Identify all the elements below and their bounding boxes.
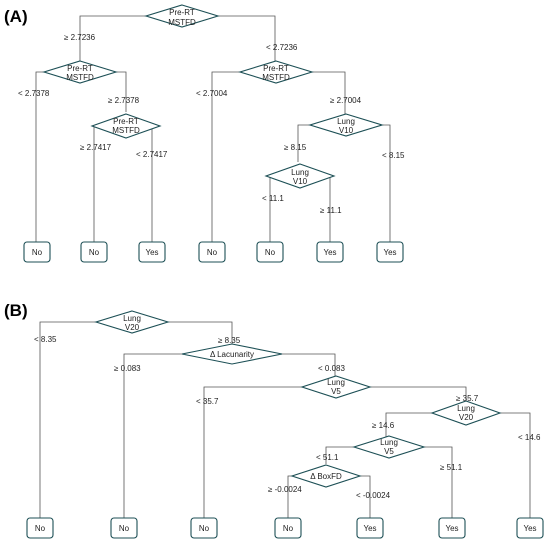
decision-node-lung-v20-root: Lung V20 bbox=[94, 310, 170, 334]
edge-label: ≥ -0.0024 bbox=[268, 485, 302, 494]
edge-label: < 2.7004 bbox=[196, 89, 228, 98]
svg-text:No: No bbox=[89, 248, 100, 257]
svg-text:No: No bbox=[32, 248, 43, 257]
svg-text:MSTFD: MSTFD bbox=[262, 73, 290, 82]
decision-node-lung-v5-upper: Lung V5 bbox=[300, 375, 372, 399]
edge-label: < 14.6 bbox=[518, 433, 541, 442]
panel-b-edge-labels: < 8.35 ≥ 8.35 ≥ 0.083 < 0.083 < 35.7 ≥ 3… bbox=[34, 335, 541, 500]
panel-a-leaves: No No Yes No No Yes Yes bbox=[23, 241, 404, 263]
svg-text:Yes: Yes bbox=[363, 524, 376, 533]
svg-text:MSTFD: MSTFD bbox=[112, 126, 140, 135]
edge-label: ≥ 2.7004 bbox=[330, 96, 362, 105]
svg-text:MSTFD: MSTFD bbox=[66, 73, 94, 82]
svg-text:Yes: Yes bbox=[523, 524, 536, 533]
svg-text:V20: V20 bbox=[125, 323, 140, 332]
edge-label: ≥ 11.1 bbox=[320, 206, 342, 215]
leaf-node: Yes bbox=[316, 241, 344, 263]
svg-text:Lung: Lung bbox=[380, 438, 398, 447]
svg-text:No: No bbox=[265, 248, 276, 257]
edge-label: < 2.7417 bbox=[136, 150, 168, 159]
edge-label: < -0.0024 bbox=[356, 491, 391, 500]
leaf-node: No bbox=[198, 241, 226, 263]
svg-text:No: No bbox=[199, 524, 210, 533]
svg-text:Lung: Lung bbox=[291, 168, 309, 177]
decision-node-lung-v5-lower: Lung V5 bbox=[352, 435, 426, 459]
panel-b-leaves: No No No No Yes Yes Yes bbox=[26, 517, 544, 539]
svg-text:Pre-RT: Pre-RT bbox=[263, 64, 289, 73]
decision-node-pre-rt-mstfd-root: Pre-RT MSTFD bbox=[144, 4, 220, 28]
svg-text:Yes: Yes bbox=[383, 248, 396, 257]
leaf-node: Yes bbox=[376, 241, 404, 263]
svg-text:Lung: Lung bbox=[123, 314, 141, 323]
leaf-node: No bbox=[190, 517, 218, 539]
svg-text:No: No bbox=[35, 524, 46, 533]
svg-text:No: No bbox=[207, 248, 218, 257]
leaf-node: Yes bbox=[516, 517, 544, 539]
decision-node-pre-rt-mstfd-right: Pre-RT MSTFD bbox=[238, 60, 314, 84]
panel-a-label: (A) bbox=[4, 7, 28, 26]
panel-a-edge-labels: ≥ 2.7236 < 2.7236 < 2.7378 ≥ 2.7378 ≥ 2.… bbox=[18, 33, 405, 215]
edge-label: ≥ 35.7 bbox=[456, 394, 479, 403]
edge-label: < 0.083 bbox=[318, 364, 345, 373]
leaf-node: Yes bbox=[438, 517, 466, 539]
decision-node-lung-v20-mid: Lung V20 bbox=[430, 400, 502, 426]
edge-label: ≥ 8.35 bbox=[218, 336, 241, 345]
svg-text:Yes: Yes bbox=[445, 524, 458, 533]
svg-text:Δ BoxFD: Δ BoxFD bbox=[310, 472, 342, 481]
svg-text:Yes: Yes bbox=[145, 248, 158, 257]
edge-label: ≥ 0.083 bbox=[114, 364, 141, 373]
edge-label: < 2.7378 bbox=[18, 89, 50, 98]
edge-label: ≥ 2.7236 bbox=[64, 33, 96, 42]
svg-text:V5: V5 bbox=[331, 387, 341, 396]
panel-b-label: (B) bbox=[4, 301, 28, 320]
svg-text:Pre-RT: Pre-RT bbox=[67, 64, 93, 73]
decision-node-delta-lacunarity: Δ Lacunarity bbox=[181, 343, 283, 365]
svg-text:V10: V10 bbox=[293, 177, 308, 186]
decision-node-lung-v10-upper: Lung V10 bbox=[308, 113, 384, 137]
svg-text:Lung: Lung bbox=[457, 404, 475, 413]
svg-text:Lung: Lung bbox=[327, 378, 345, 387]
svg-text:No: No bbox=[283, 524, 294, 533]
leaf-node: Yes bbox=[356, 517, 384, 539]
svg-text:V5: V5 bbox=[384, 447, 394, 456]
decision-node-lung-v10-lower: Lung V10 bbox=[264, 163, 336, 189]
edge-label: < 8.15 bbox=[382, 151, 405, 160]
edge-label: ≥ 2.7417 bbox=[80, 143, 112, 152]
edge-label: < 8.35 bbox=[34, 335, 57, 344]
svg-text:Pre-RT: Pre-RT bbox=[169, 8, 195, 17]
edge-label: < 51.1 bbox=[316, 453, 339, 462]
decision-node-pre-rt-mstfd-left: Pre-RT MSTFD bbox=[42, 60, 118, 84]
decision-node-delta-boxfd: Δ BoxFD bbox=[290, 464, 362, 488]
edge-label: < 35.7 bbox=[196, 397, 219, 406]
leaf-node: No bbox=[26, 517, 54, 539]
leaf-node: No bbox=[23, 241, 51, 263]
panel-b-edges bbox=[39, 321, 531, 518]
leaf-node: No bbox=[256, 241, 284, 263]
svg-text:No: No bbox=[119, 524, 130, 533]
svg-text:V20: V20 bbox=[459, 413, 474, 422]
edge-label: < 11.1 bbox=[262, 194, 284, 203]
svg-text:MSTFD: MSTFD bbox=[168, 18, 196, 27]
leaf-node: Yes bbox=[138, 241, 166, 263]
leaf-node: No bbox=[80, 241, 108, 263]
edge-label: < 2.7236 bbox=[266, 43, 298, 52]
edge-label: ≥ 2.7378 bbox=[108, 96, 140, 105]
edge-label: ≥ 14.6 bbox=[372, 421, 395, 430]
edge-label: ≥ 8.15 bbox=[284, 143, 307, 152]
decision-node-pre-rt-mstfd-left-sub: Pre-RT MSTFD bbox=[90, 113, 162, 139]
svg-text:Yes: Yes bbox=[323, 248, 336, 257]
svg-text:Δ Lacunarity: Δ Lacunarity bbox=[210, 350, 254, 359]
svg-text:Lung: Lung bbox=[337, 117, 355, 126]
edge-label: ≥ 51.1 bbox=[440, 463, 463, 472]
leaf-node: No bbox=[110, 517, 138, 539]
svg-text:V10: V10 bbox=[339, 126, 354, 135]
svg-text:Pre-RT: Pre-RT bbox=[113, 117, 139, 126]
leaf-node: No bbox=[274, 517, 302, 539]
